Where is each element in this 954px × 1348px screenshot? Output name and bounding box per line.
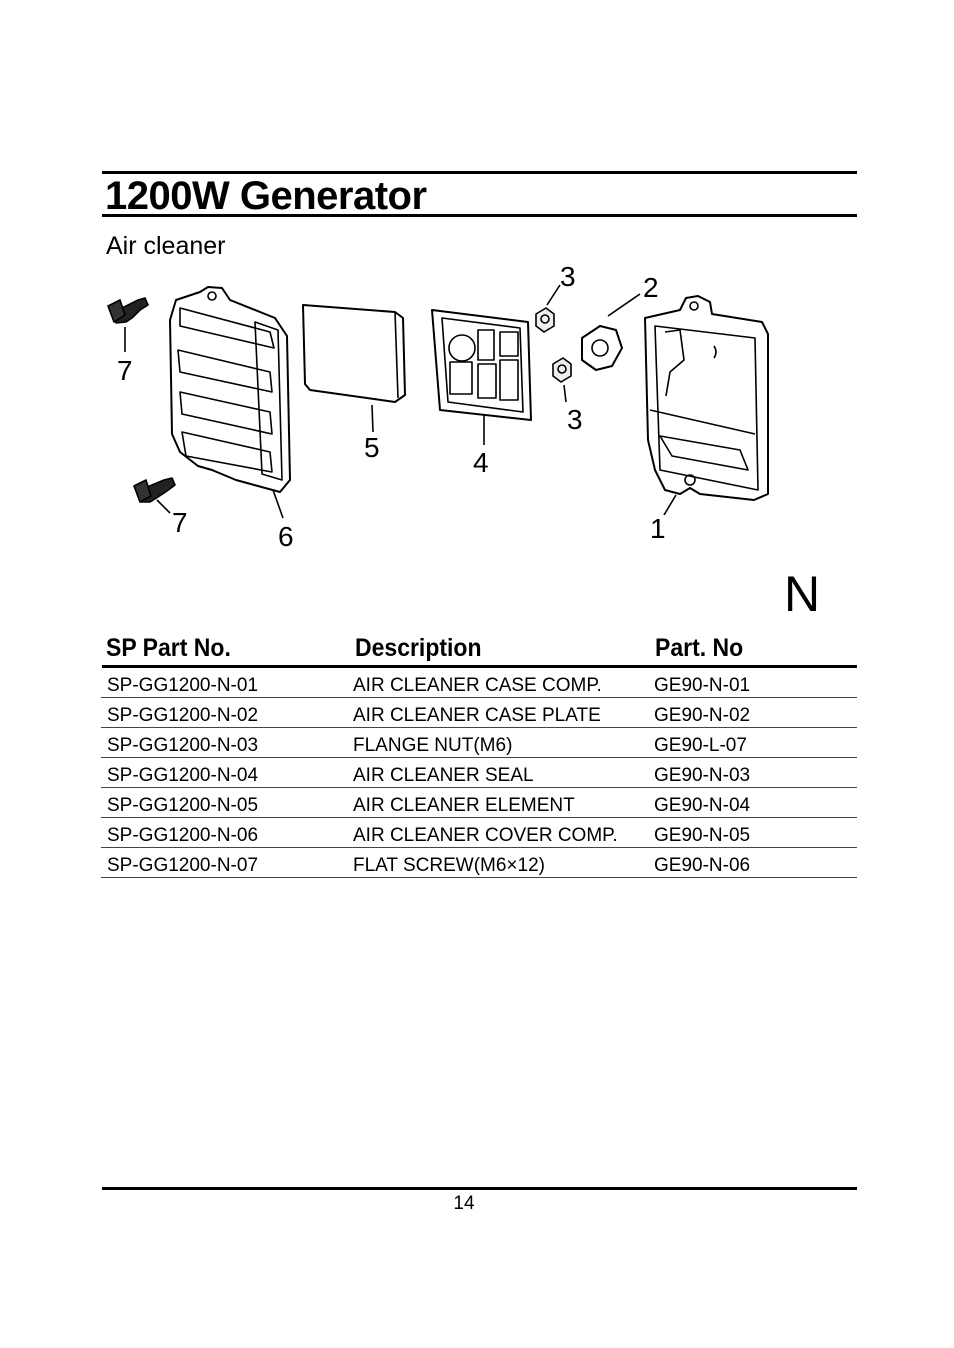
table-header-rule: [102, 665, 857, 668]
description-cell: FLANGE NUT(M6): [353, 735, 513, 756]
table-row: SP-GG1200-N-05 AIR CLEANER ELEMENT GE90-…: [101, 788, 857, 818]
table-row: SP-GG1200-N-01 AIR CLEANER CASE COMP. GE…: [101, 668, 857, 698]
callout-2: 2: [643, 272, 659, 303]
sp-part-no-cell: SP-GG1200-N-03: [107, 735, 259, 756]
parts-table: SP-GG1200-N-01 AIR CLEANER CASE COMP. GE…: [101, 668, 857, 878]
callout-1: 1: [650, 513, 666, 544]
description-cell: AIR CLEANER COVER COMP.: [353, 825, 618, 846]
callout-3-bottom: 3: [567, 404, 583, 435]
header-description: Description: [355, 634, 482, 662]
description-cell: AIR CLEANER CASE COMP.: [353, 675, 602, 696]
description-cell: FLAT SCREW(M6×12): [353, 855, 545, 876]
flange-nut-bottom: [552, 357, 572, 403]
callout-7-bottom: 7: [172, 507, 188, 538]
table-row: SP-GG1200-N-06 AIR CLEANER COVER COMP. G…: [101, 818, 857, 848]
callout-7-top: 7: [117, 355, 133, 386]
part-no-cell: GE90-L-07: [654, 735, 747, 756]
flat-screw-top: [107, 297, 149, 352]
header-sp-part-no: SP Part No.: [106, 634, 231, 662]
description-cell: AIR CLEANER CASE PLATE: [353, 705, 601, 726]
sp-part-no-cell: SP-GG1200-N-02: [107, 705, 259, 726]
callout-5: 5: [364, 432, 380, 463]
air-cleaner-case: [644, 295, 769, 516]
sp-part-no-cell: SP-GG1200-N-04: [107, 765, 259, 786]
air-cleaner-cover: [169, 286, 291, 519]
exploded-parts-diagram: 7 7 6 5 4 3 3 2 1: [107, 261, 769, 552]
table-row: SP-GG1200-N-07 FLAT SCREW(M6×12) GE90-N-…: [101, 848, 857, 878]
flange-nut-top: [535, 284, 561, 333]
section-subtitle: Air cleaner: [106, 232, 226, 260]
part-no-cell: GE90-N-04: [654, 795, 751, 816]
table-row: SP-GG1200-N-03 FLANGE NUT(M6) GE90-L-07: [101, 728, 857, 758]
header-part-no: Part. No: [655, 634, 744, 662]
section-letter: N: [784, 566, 821, 622]
callout-6: 6: [278, 521, 294, 552]
title-top-rule: [102, 171, 857, 174]
flat-screw-bottom: [133, 477, 176, 514]
footer-rule: [102, 1187, 857, 1190]
callout-4: 4: [473, 447, 489, 478]
air-cleaner-element: [302, 304, 406, 433]
sp-part-no-cell: SP-GG1200-N-06: [107, 825, 259, 846]
sp-part-no-cell: SP-GG1200-N-07: [107, 855, 259, 876]
description-cell: AIR CLEANER ELEMENT: [353, 795, 575, 816]
table-row: SP-GG1200-N-02 AIR CLEANER CASE PLATE GE…: [101, 698, 857, 728]
table-row: SP-GG1200-N-04 AIR CLEANER SEAL GE90-N-0…: [101, 758, 857, 788]
air-cleaner-seal: [431, 309, 532, 445]
part-no-cell: GE90-N-03: [654, 765, 751, 786]
callout-3-top: 3: [560, 261, 576, 292]
air-cleaner-case-plate: [581, 293, 641, 371]
part-no-cell: GE90-N-05: [654, 825, 751, 846]
page-title: 1200W Generator: [105, 174, 427, 218]
sp-part-no-cell: SP-GG1200-N-05: [107, 795, 259, 816]
sp-part-no-cell: SP-GG1200-N-01: [107, 675, 259, 696]
title-bottom-rule: [102, 214, 857, 217]
description-cell: AIR CLEANER SEAL: [353, 765, 534, 786]
page-number: 14: [453, 1193, 475, 1214]
part-no-cell: GE90-N-06: [654, 855, 751, 876]
part-no-cell: GE90-N-02: [654, 705, 751, 726]
part-no-cell: GE90-N-01: [654, 675, 751, 696]
